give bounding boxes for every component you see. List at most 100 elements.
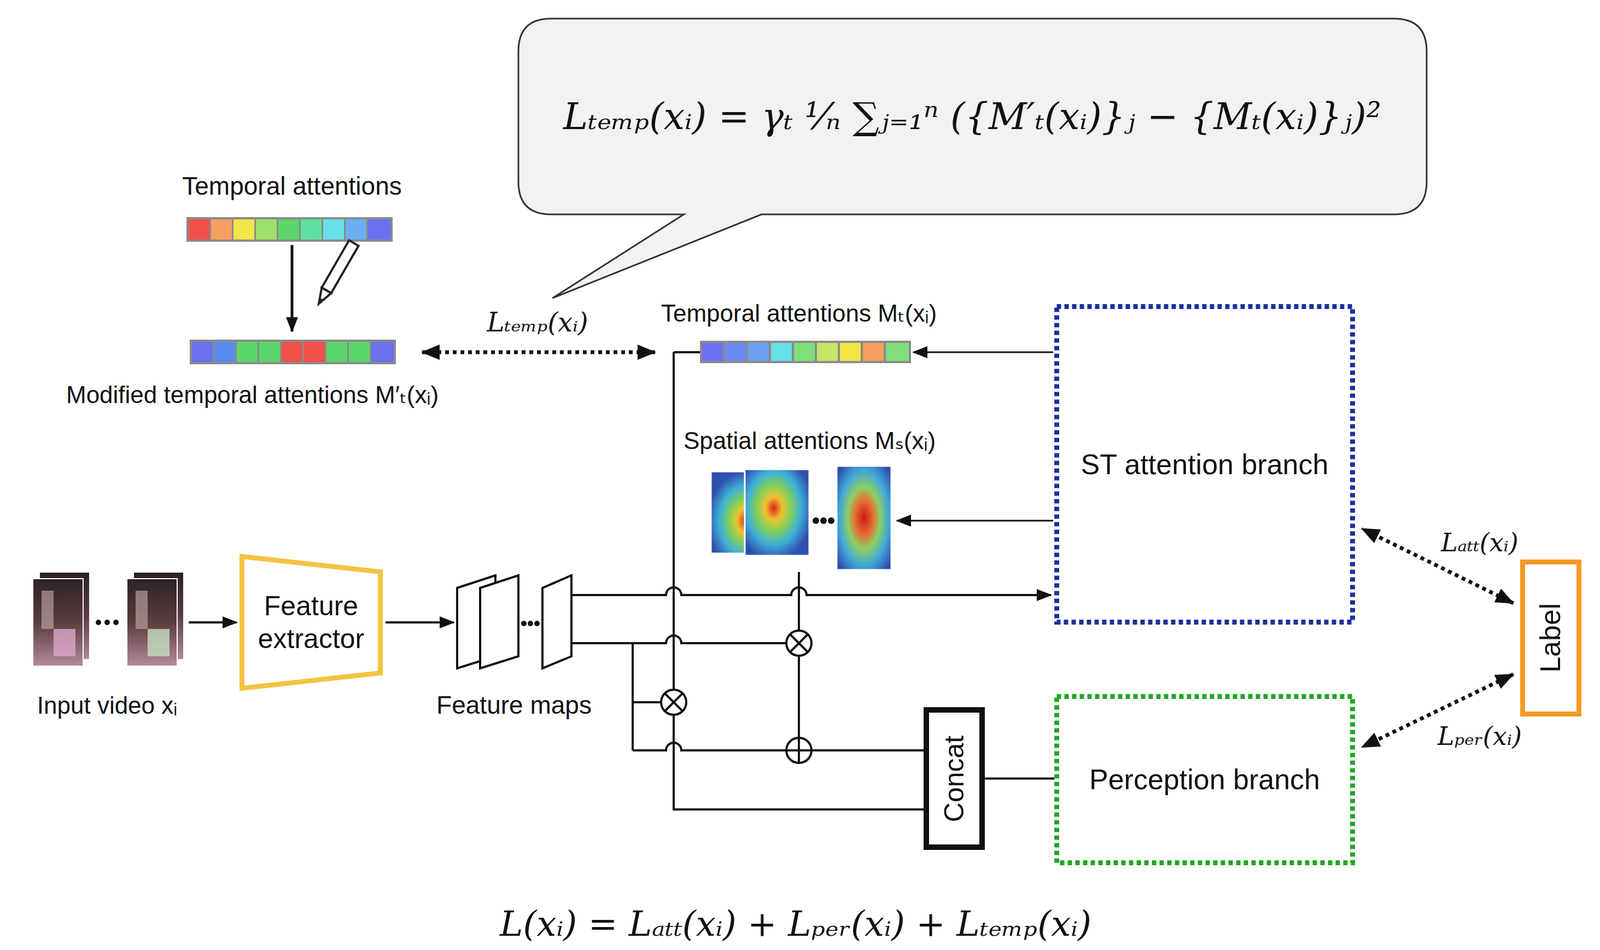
wire — [632, 701, 662, 704]
spatial-attention-maps — [812, 517, 820, 524]
attention-bar — [189, 339, 396, 365]
part-label: Input video xᵢ — [37, 691, 178, 721]
dotted-box — [1057, 696, 1353, 863]
attention-bar — [259, 341, 280, 362]
video-frames — [32, 571, 184, 667]
wire — [673, 352, 924, 810]
wire — [632, 742, 787, 751]
attention-bar — [323, 219, 344, 240]
callout-bubble — [518, 18, 1427, 299]
video-frames — [133, 571, 184, 660]
part-label: Feature maps — [436, 690, 592, 721]
feature-maps — [480, 575, 519, 669]
multiply-symbol — [664, 693, 683, 711]
attention-bar — [725, 342, 746, 361]
attention-bar — [300, 219, 322, 240]
attention-bar — [214, 341, 236, 362]
attention-bar — [816, 342, 838, 361]
wire — [571, 352, 1051, 810]
spatial-attention-maps — [710, 465, 892, 570]
spatial-attention-maps — [827, 517, 835, 524]
node-text: Perception branch — [1089, 762, 1321, 797]
spatial-attention-maps — [820, 517, 827, 524]
attention-bar — [839, 342, 861, 361]
feature-maps — [457, 575, 572, 669]
attention-bar — [191, 341, 213, 362]
edit-arrow — [290, 244, 294, 332]
attention-bar — [189, 339, 396, 365]
attention-bar — [699, 340, 912, 364]
node-outline — [239, 553, 383, 691]
attention-bar — [278, 219, 300, 240]
add-symbol — [786, 737, 812, 763]
video-frames — [147, 628, 170, 657]
flow-arrow — [188, 621, 237, 624]
attention-bar — [885, 342, 909, 361]
attention-bar — [793, 342, 815, 361]
attention-bar — [699, 340, 912, 364]
trapezoid-block — [242, 556, 381, 689]
video-frames — [113, 619, 119, 626]
part-label: Temporal attentions Mₜ(xᵢ) — [661, 299, 937, 329]
pencil-icon — [313, 240, 359, 307]
multiply-symbol — [786, 630, 812, 656]
attention-bar — [304, 341, 325, 362]
video-frames — [104, 619, 110, 626]
wire — [571, 587, 1051, 595]
node-text: Label — [1533, 603, 1568, 673]
attention-bar — [186, 217, 393, 242]
pencil-icon — [321, 240, 359, 294]
concat-box: Concat — [923, 707, 985, 850]
multiply-symbol — [661, 689, 687, 715]
flow-arrow — [385, 621, 454, 624]
node-text: Concat — [937, 734, 971, 822]
feature-maps — [457, 575, 496, 669]
feature-maps — [527, 620, 534, 627]
loss-equation: L(xᵢ) = Lₐₜₜ(xᵢ) + Lₚₑᵣ(xᵢ) + Lₜₑₘₚ(xᵢ) — [499, 902, 1092, 945]
wire — [797, 571, 800, 738]
node-text: Feature extractor — [248, 589, 375, 656]
video-frames — [53, 628, 76, 657]
pencil-icon — [317, 298, 323, 305]
attention-bar — [188, 219, 210, 240]
connector-line — [984, 777, 1055, 780]
perception-branch-box: Perception branch — [1054, 693, 1356, 866]
feature-extractor: Feature extractor — [239, 553, 383, 691]
video-frames — [39, 571, 90, 660]
part-label: Temporal attentions — [182, 171, 402, 202]
attention-bar — [371, 341, 394, 362]
attention-branch-box: ST attention branch — [1054, 304, 1356, 625]
attention-bar — [862, 342, 884, 361]
video-frames — [95, 619, 102, 626]
feature-maps — [534, 620, 540, 627]
spatial-attention-maps — [836, 465, 892, 570]
wire — [571, 635, 787, 644]
video-frames — [41, 590, 54, 629]
attention-bar — [281, 341, 303, 362]
attention-bar — [236, 341, 258, 362]
multiply-symbol — [661, 689, 687, 715]
output-arrow — [896, 520, 1054, 522]
loss-arrow — [422, 350, 656, 355]
feature-maps — [521, 620, 527, 627]
spatial-attention-maps — [744, 469, 810, 556]
part-label: Spatial attentions Mₛ(xᵢ) — [683, 426, 936, 456]
pencil-icon — [313, 287, 331, 307]
process-box — [926, 709, 983, 848]
node-text: ST attention branch — [1081, 447, 1329, 482]
output-arrow — [913, 351, 1054, 354]
attention-bar — [748, 342, 769, 361]
formula-callout: Lₜₑₘₚ(xᵢ) = γₜ ¹⁄ₙ ∑ⱼ₌₁ⁿ ({M′ₜ(xᵢ)}ⱼ − {… — [518, 18, 1427, 215]
attention-bar — [233, 219, 255, 240]
attention-bar — [368, 219, 391, 240]
video-frames — [32, 578, 84, 667]
attention-bar — [345, 219, 367, 240]
part-label: Lₜₑₘₚ(xᵢ) — [486, 306, 588, 339]
node-text: Lₜₑₘₚ(xᵢ) = γₜ ¹⁄ₙ ∑ⱼ₌₁ⁿ ({M′ₜ(xᵢ)}ⱼ − {… — [563, 94, 1382, 139]
edge-label: Lₐₜₜ(xᵢ) — [1438, 527, 1521, 558]
part-label: Modified temporal attentions M′ₜ(xᵢ) — [66, 380, 439, 410]
edge-label: Lₚₑᵣ(xᵢ) — [1435, 721, 1524, 752]
attention-bar — [326, 341, 348, 362]
process-box — [1522, 562, 1580, 715]
